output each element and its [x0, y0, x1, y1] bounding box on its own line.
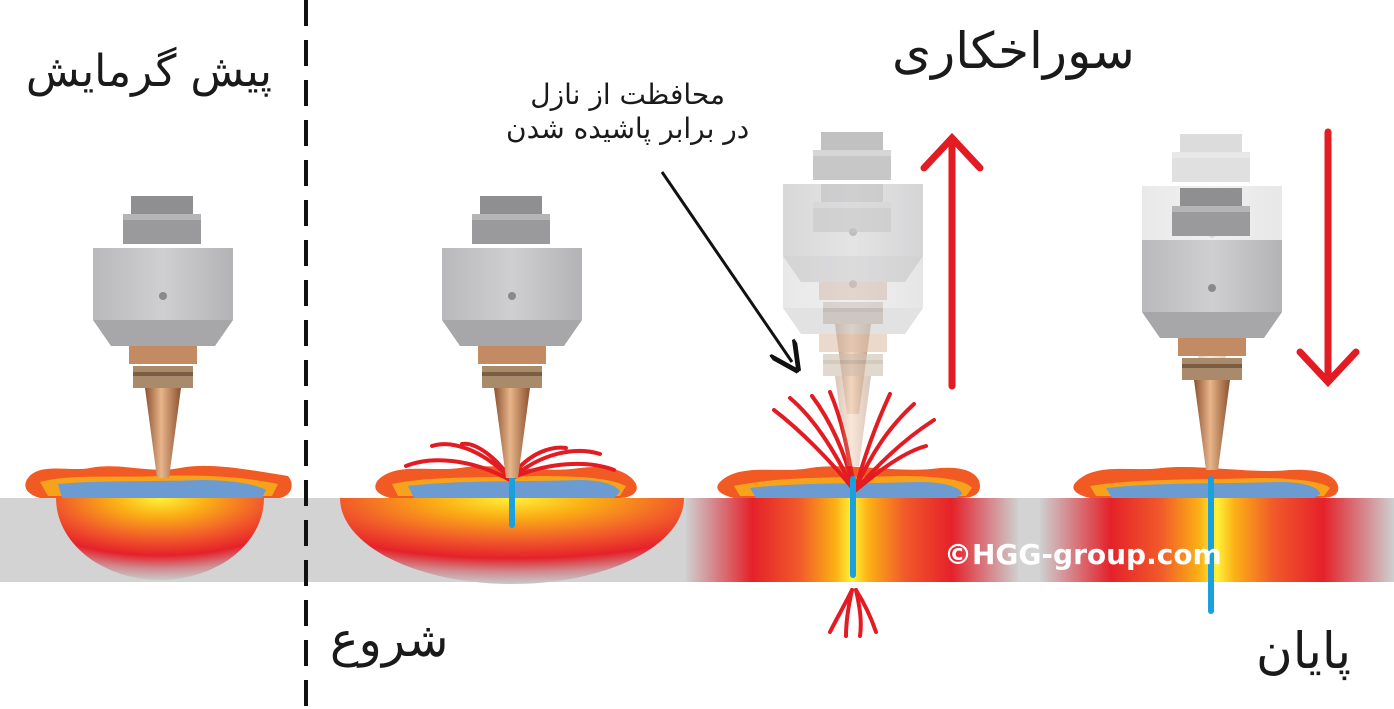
- down-arrow: [1296, 128, 1360, 388]
- torch: [93, 196, 233, 478]
- label-nozzle-line2: در برابر پاشیده شدن: [506, 112, 750, 145]
- stage-end: [1040, 128, 1394, 614]
- label-end: پایان: [1256, 622, 1352, 680]
- heat-zone: [340, 498, 684, 584]
- pierce-hole: [850, 476, 856, 578]
- stage-preheat: [25, 196, 292, 580]
- up-arrow: [920, 132, 984, 390]
- heat-zone: [56, 498, 264, 580]
- label-nozzle-line1: محافظت از نازل: [530, 78, 726, 111]
- torch: [442, 196, 582, 478]
- label-nozzle-protection: محافظت از نازل در برابر پاشیده شدن: [506, 78, 749, 146]
- label-start: شروع: [330, 612, 449, 668]
- label-preheat: پیش گرمایش: [25, 46, 272, 97]
- label-piercing: سوراخکاری: [892, 22, 1135, 80]
- spatter-sparks: [772, 390, 936, 492]
- copyright-watermark: ©HGG-group.com: [944, 538, 1222, 571]
- stage-start: [340, 196, 684, 584]
- pierce-hole: [1208, 476, 1214, 614]
- nozzle-arrow: [660, 171, 792, 362]
- stage-piercing: [660, 132, 1018, 638]
- heat-zone: [1040, 498, 1394, 582]
- bottom-sparks: [828, 588, 878, 638]
- pierce-hole: [509, 476, 515, 528]
